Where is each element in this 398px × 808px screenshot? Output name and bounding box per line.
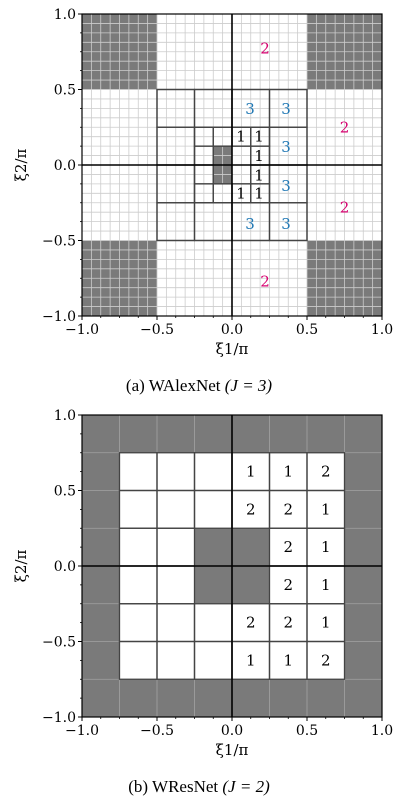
cell-label-9: 1 bbox=[321, 576, 331, 594]
cell-label-15: 1 bbox=[254, 185, 264, 203]
caption-b-j: (J = 2) bbox=[222, 777, 270, 796]
cell-label-6: 2 bbox=[283, 538, 293, 556]
y-axis-label: ξ2/π bbox=[12, 550, 30, 583]
caption-a: (a) WAlexNet (J = 3) bbox=[0, 376, 398, 396]
cell-label-10: 2 bbox=[246, 614, 256, 632]
x-tick-label: 0.0 bbox=[221, 723, 243, 739]
x-tick-label: 0.0 bbox=[221, 322, 243, 338]
y-tick-label: 0.5 bbox=[54, 484, 76, 500]
y-tick-label: −0.5 bbox=[42, 234, 76, 250]
cell-label-2: 2 bbox=[321, 463, 331, 481]
y-tick-label: 0.0 bbox=[54, 559, 76, 575]
caption-a-label: (a) bbox=[125, 376, 145, 395]
cell-label-3: 2 bbox=[246, 500, 256, 518]
cell-label-12: 1 bbox=[254, 147, 264, 165]
x-tick-label: −0.5 bbox=[140, 723, 174, 739]
x-tick-label: 1.0 bbox=[371, 723, 393, 739]
caption-b-label: (b) bbox=[128, 777, 149, 796]
y-tick-label: 1.0 bbox=[54, 7, 76, 23]
cell bbox=[306, 452, 346, 492]
cell-label-12: 1 bbox=[321, 614, 331, 632]
caption-b: (b) WResNet (J = 2) bbox=[0, 777, 398, 797]
cell-label-13: 1 bbox=[254, 167, 264, 185]
y-tick-label: 0.5 bbox=[54, 83, 76, 99]
cell-label-10: 1 bbox=[236, 127, 246, 145]
cell-label-1: 2 bbox=[340, 118, 350, 136]
cell-label-0: 1 bbox=[246, 463, 256, 481]
x-axis-label: ξ1/π bbox=[216, 340, 249, 358]
x-axis-label: ξ1/π bbox=[216, 741, 249, 759]
cell-label-5: 3 bbox=[281, 100, 291, 118]
x-tick-label: −1.0 bbox=[65, 322, 99, 338]
cell-label-9: 3 bbox=[281, 215, 291, 233]
cell-label-8: 2 bbox=[283, 576, 293, 594]
cell-label-1: 1 bbox=[283, 463, 293, 481]
x-tick-label: 0.5 bbox=[296, 322, 318, 338]
x-tick-label: −1.0 bbox=[65, 723, 99, 739]
cell-label-3: 2 bbox=[260, 272, 270, 290]
y-tick-label: 1.0 bbox=[54, 408, 76, 424]
x-tick-label: −0.5 bbox=[140, 322, 174, 338]
cell-label-11: 2 bbox=[283, 614, 293, 632]
cell-label-11: 1 bbox=[254, 127, 264, 145]
y-axis-label: ξ2/π bbox=[12, 149, 30, 182]
cell-label-8: 3 bbox=[245, 215, 255, 233]
x-tick-label: 0.5 bbox=[296, 723, 318, 739]
x-tick-label: 1.0 bbox=[371, 322, 393, 338]
cell-label-0: 2 bbox=[260, 40, 270, 58]
cell-label-4: 3 bbox=[245, 100, 255, 118]
cell-label-14: 1 bbox=[283, 651, 293, 669]
cell-label-2: 2 bbox=[340, 198, 350, 216]
caption-b-name: WResNet bbox=[152, 777, 219, 796]
y-tick-label: −1.0 bbox=[42, 309, 76, 325]
caption-a-name: WAlexNet bbox=[148, 376, 221, 395]
cell-label-7: 3 bbox=[281, 177, 291, 195]
caption-a-j: (J = 3) bbox=[224, 376, 273, 395]
panel-b-wresnet: 1 1 2 2 2 1 2 1 2 1 2 2 1 1 1 2 −1.0 −0.5 0.0 0.5 1.0 1.0 0.5 0… bbox=[12, 408, 393, 759]
y-tick-label: −0.5 bbox=[42, 635, 76, 651]
cell-label-6: 3 bbox=[281, 138, 291, 156]
cell-label-4: 2 bbox=[283, 500, 293, 518]
y-tick-label: −1.0 bbox=[42, 710, 76, 726]
cell-label-15: 2 bbox=[321, 651, 331, 669]
y-tick-label: 0.0 bbox=[54, 158, 76, 174]
cell-label-5: 1 bbox=[321, 500, 331, 518]
cell-label-7: 1 bbox=[321, 538, 331, 556]
cell-label-13: 1 bbox=[246, 651, 256, 669]
cell-label-14: 1 bbox=[236, 185, 246, 203]
